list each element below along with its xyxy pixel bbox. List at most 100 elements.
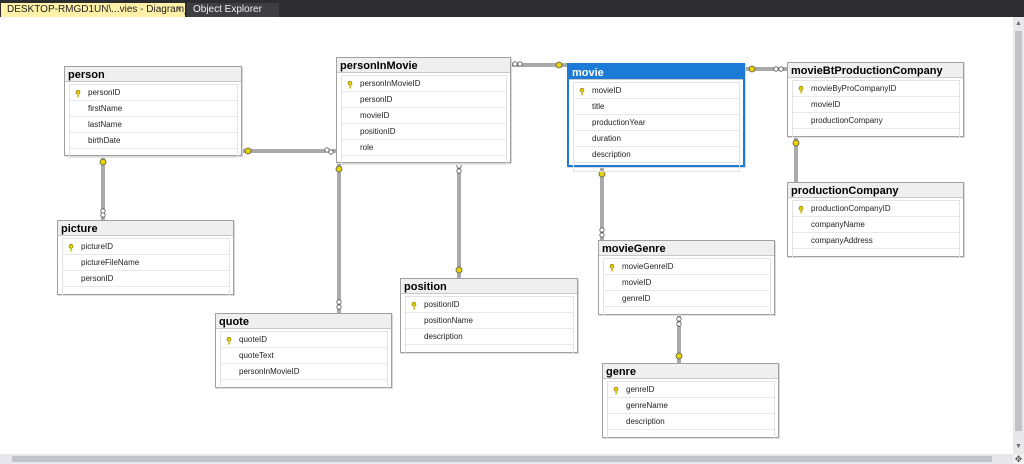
column-row[interactable]: positionID [406, 297, 573, 313]
column-name: personID [88, 88, 121, 97]
key-icon [555, 61, 563, 69]
table-movieBtProductionCompany[interactable]: movieBtProductionCompany movieByProCompan… [787, 62, 964, 138]
column-name: lastName [88, 120, 122, 129]
table-title[interactable]: productionCompany [788, 183, 963, 198]
primary-key-icon [411, 300, 417, 310]
column-name: personInMovieID [360, 79, 421, 88]
column-row[interactable]: positionID [342, 124, 506, 140]
new-column-row[interactable] [793, 249, 959, 257]
table-title[interactable]: position [401, 279, 577, 294]
column-row[interactable]: movieByProCompanyID [793, 81, 959, 97]
column-row[interactable]: positionName [406, 313, 573, 329]
column-name: birthDate [88, 136, 121, 145]
column-row[interactable]: personInMovieID [342, 76, 506, 92]
tab-diagram[interactable]: DESKTOP-RMGD1UN\...vies - Diagram_0* × [1, 3, 199, 17]
column-name: duration [592, 134, 621, 143]
column-name: genreID [622, 294, 651, 303]
column-name: productionCompany [811, 116, 883, 125]
column-row[interactable]: quoteText [221, 348, 387, 364]
horizontal-scrollbar[interactable] [0, 454, 1013, 464]
table-person[interactable]: person personID firstName lastName birthDate [64, 66, 242, 158]
new-column-row[interactable] [221, 380, 387, 388]
column-list: movieID title productionYear duration descri… [573, 82, 740, 172]
key-icon [99, 158, 107, 166]
column-row[interactable]: pictureFileName [63, 255, 229, 271]
column-row[interactable]: personID [70, 85, 237, 101]
column-row[interactable]: description [574, 147, 739, 163]
table-movie[interactable]: movie movieID title productionYear duration d… [567, 63, 745, 172]
new-column-row[interactable] [793, 129, 959, 137]
column-name: movieID [592, 86, 622, 95]
column-row[interactable]: description [608, 414, 774, 430]
column-row[interactable]: companyName [793, 217, 959, 233]
column-row[interactable]: genreID [604, 291, 770, 307]
new-column-row[interactable] [342, 156, 506, 164]
column-row[interactable]: movieID [793, 97, 959, 113]
key-icon [455, 266, 463, 274]
column-row[interactable]: duration [574, 131, 739, 147]
column-row[interactable]: movieID [574, 83, 739, 99]
table-title[interactable]: picture [58, 221, 233, 236]
table-title[interactable]: movie [569, 65, 743, 80]
primary-key-icon [609, 262, 615, 272]
new-column-row[interactable] [63, 287, 229, 295]
column-name: quoteText [239, 351, 274, 360]
column-row[interactable]: productionYear [574, 115, 739, 131]
scroll-down-icon[interactable]: ▼ [1015, 443, 1022, 450]
pan-icon[interactable]: ✥ [1013, 454, 1024, 464]
new-column-row[interactable] [604, 307, 770, 315]
column-name: personID [360, 95, 393, 104]
column-name: productionYear [592, 118, 646, 127]
new-column-row[interactable] [70, 149, 237, 157]
column-row[interactable]: personID [342, 92, 506, 108]
vertical-scroll-thumb[interactable] [1015, 31, 1022, 431]
tab-object-explorer[interactable]: Object Explorer [187, 3, 279, 17]
column-list: quoteID quoteText personInMovieID [220, 331, 388, 389]
column-row[interactable]: movieID [342, 108, 506, 124]
column-row[interactable]: role [342, 140, 506, 156]
table-title[interactable]: genre [603, 364, 778, 379]
column-row[interactable]: genreID [608, 382, 774, 398]
column-row[interactable]: productionCompany [793, 113, 959, 129]
new-column-row[interactable] [608, 430, 774, 438]
column-row[interactable]: personInMovieID [221, 364, 387, 380]
scroll-up-icon[interactable]: ▲ [1015, 20, 1022, 27]
column-row[interactable]: personID [63, 271, 229, 287]
table-title[interactable]: personInMovie [337, 58, 510, 73]
table-quote[interactable]: quote quoteID quoteText personInMovieID [215, 313, 392, 389]
column-row[interactable]: birthDate [70, 133, 237, 149]
table-personInMovie[interactable]: personInMovie personInMovieID personID movi… [336, 57, 511, 165]
table-title[interactable]: person [65, 67, 241, 82]
primary-key-icon [798, 84, 804, 94]
column-row[interactable]: movieID [604, 275, 770, 291]
column-row[interactable]: firstName [70, 101, 237, 117]
column-row[interactable]: lastName [70, 117, 237, 133]
table-title[interactable]: movieGenre [599, 241, 774, 256]
column-row[interactable]: productionCompanyID [793, 201, 959, 217]
column-row[interactable]: pictureID [63, 239, 229, 255]
tab-diagram-label: DESKTOP-RMGD1UN\...vies - Diagram_0* [7, 4, 200, 15]
column-row[interactable]: description [406, 329, 573, 345]
column-row[interactable]: genreName [608, 398, 774, 414]
primary-key-icon [579, 86, 585, 96]
column-row[interactable]: title [574, 99, 739, 115]
column-name: movieID [360, 111, 390, 120]
vertical-scrollbar[interactable]: ▲ ▼ [1013, 17, 1024, 454]
close-icon[interactable]: × [176, 4, 182, 15]
column-row[interactable]: quoteID [221, 332, 387, 348]
column-row[interactable]: movieGenreID [604, 259, 770, 275]
column-row[interactable]: companyAddress [793, 233, 959, 249]
primary-key-icon [613, 385, 619, 395]
table-title[interactable]: quote [216, 314, 391, 329]
horizontal-scroll-thumb[interactable] [12, 456, 992, 462]
new-column-row[interactable] [406, 345, 573, 353]
new-column-row[interactable] [574, 163, 739, 171]
table-title[interactable]: movieBtProductionCompany [788, 63, 963, 78]
